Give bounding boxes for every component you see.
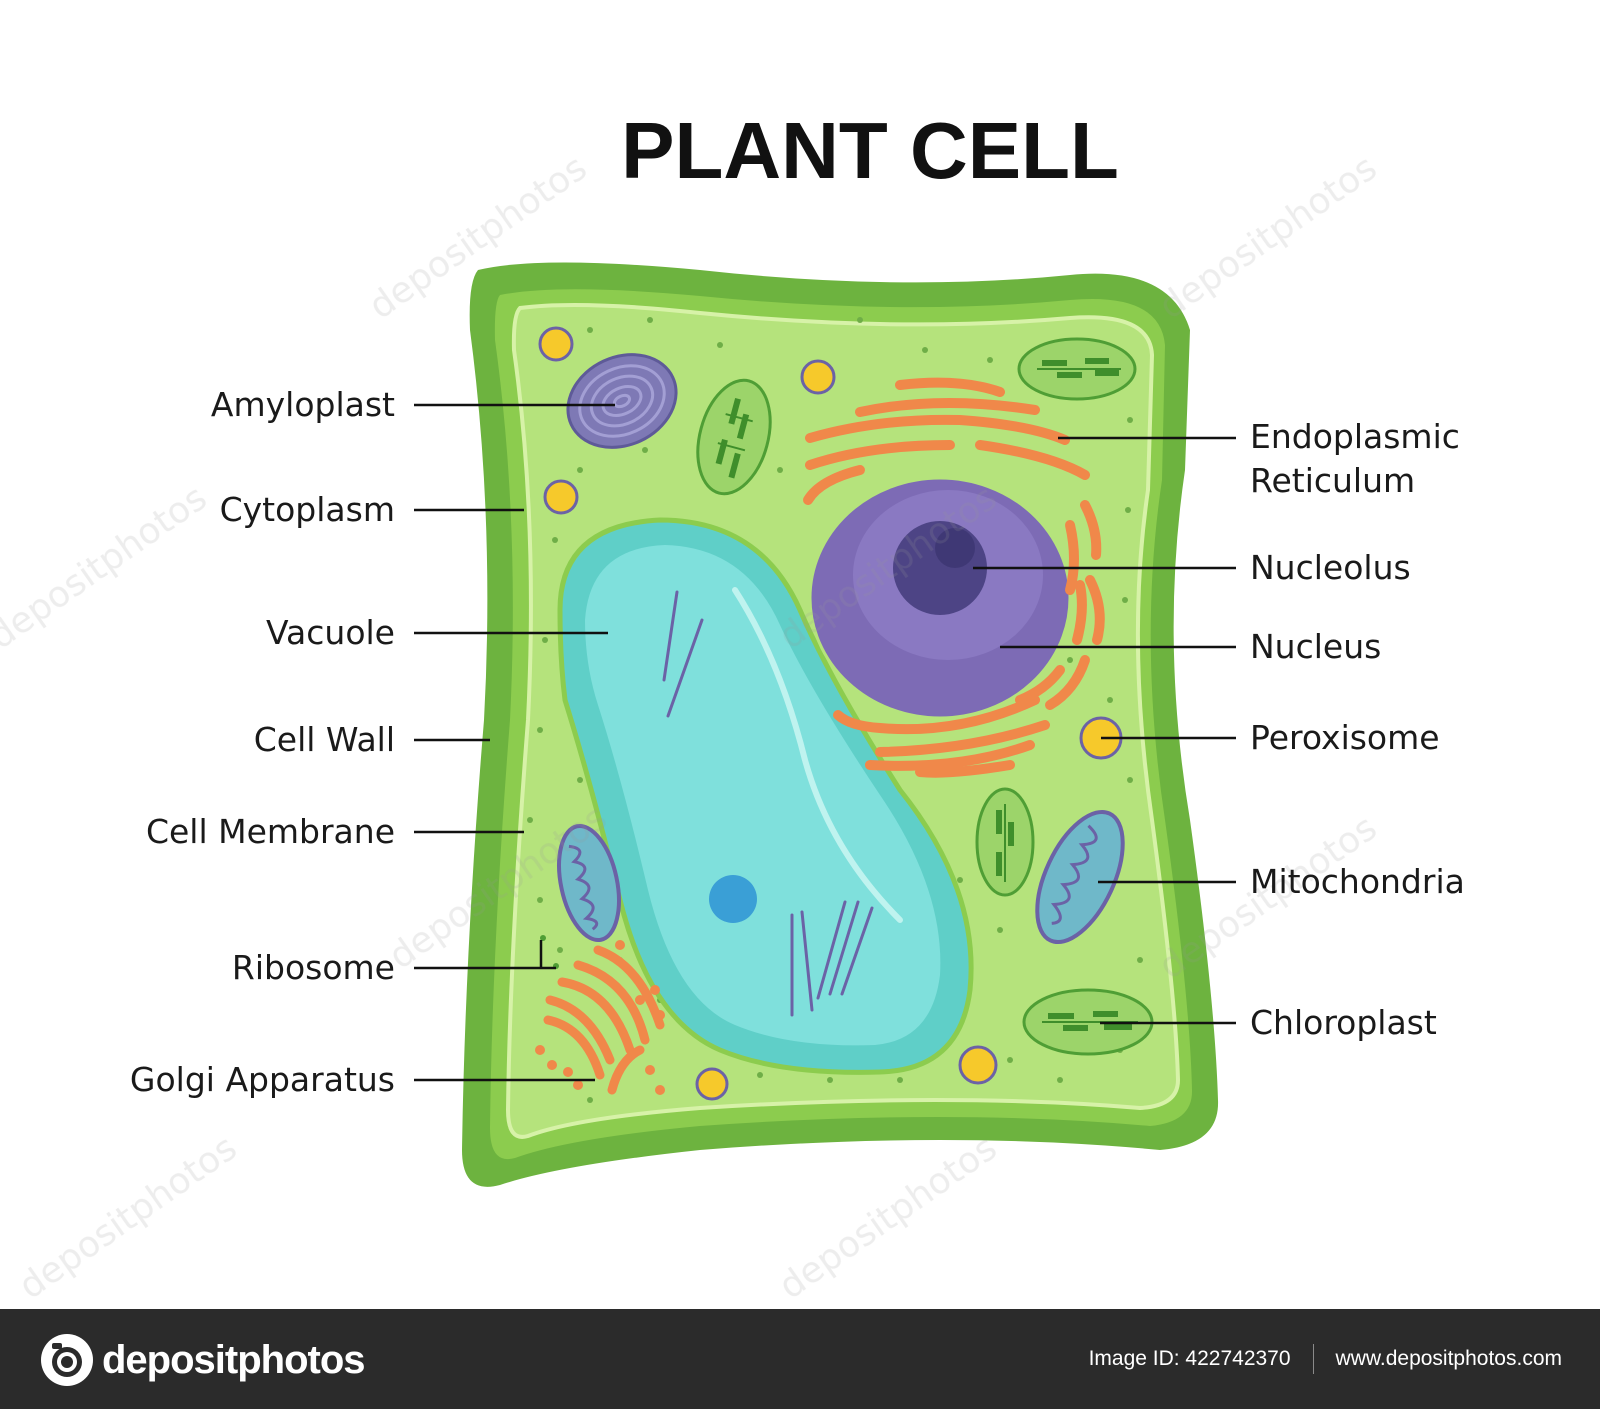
chloroplast xyxy=(696,378,772,496)
footer-bar: depositphotos Image ID: 422742370 www.de… xyxy=(0,1309,1600,1409)
label-golgi-apparatus: Golgi Apparatus xyxy=(130,1060,395,1099)
labels-left: Amyloplast Cytoplasm Vacuole Cell Wall C… xyxy=(130,385,395,1099)
small-vesicles xyxy=(538,326,998,1101)
label-reticulum: Reticulum xyxy=(1250,461,1415,500)
watermark: depositphotos xyxy=(1152,147,1385,327)
nucleus xyxy=(808,476,1072,720)
label-cell-wall: Cell Wall xyxy=(254,720,395,759)
vacuole-granule xyxy=(709,875,757,923)
plant-cell-diagram: PLANT CELL xyxy=(0,106,1465,1307)
label-cell-membrane: Cell Membrane xyxy=(146,812,395,851)
watermark: depositphotos xyxy=(0,477,214,657)
label-vacuole: Vacuole xyxy=(266,613,395,652)
footer-info: Image ID: 422742370 www.depositphotos.co… xyxy=(1089,1309,1562,1409)
brand-name: depositphotos xyxy=(102,1337,366,1382)
label-mitochondria: Mitochondria xyxy=(1250,862,1465,901)
page-title: PLANT CELL xyxy=(621,106,1119,195)
amyloplast xyxy=(566,353,678,449)
footer-divider xyxy=(1312,1344,1314,1374)
label-chloroplast: Chloroplast xyxy=(1250,1003,1437,1042)
camera-logo-icon xyxy=(41,1334,93,1386)
watermark: depositphotos xyxy=(772,1127,1005,1307)
leader-lines-left xyxy=(414,403,615,1082)
chloroplast xyxy=(1022,988,1154,1056)
chloroplast xyxy=(975,787,1035,897)
vacuole-highlight xyxy=(732,587,903,923)
golgi-vesicles xyxy=(535,940,665,1095)
mitochondria xyxy=(1035,809,1125,945)
mitochondria xyxy=(557,823,621,943)
chloroplast xyxy=(1017,337,1137,401)
watermark: depositphotos xyxy=(12,1127,245,1307)
site-url[interactable]: www.depositphotos.com xyxy=(1335,1347,1562,1370)
label-amyloplast: Amyloplast xyxy=(211,385,395,424)
golgi-apparatus xyxy=(543,945,665,1095)
label-endoplasmic: Endoplasmic xyxy=(1250,417,1460,456)
leader-lines-right xyxy=(973,436,1236,1025)
label-nucleolus: Nucleolus xyxy=(1250,548,1411,587)
label-nucleus: Nucleus xyxy=(1250,627,1381,666)
label-peroxisome: Peroxisome xyxy=(1250,718,1440,757)
label-cytoplasm: Cytoplasm xyxy=(220,490,395,529)
brand[interactable]: depositphotos xyxy=(40,1333,366,1387)
image-id: Image ID: 422742370 xyxy=(1088,1347,1291,1370)
labels-right: Endoplasmic Reticulum Nucleolus Nucleus … xyxy=(1250,417,1465,1042)
endoplasmic-reticulum xyxy=(803,377,1105,778)
vacuole-fibers xyxy=(662,590,874,1017)
label-ribosome: Ribosome xyxy=(232,948,395,987)
